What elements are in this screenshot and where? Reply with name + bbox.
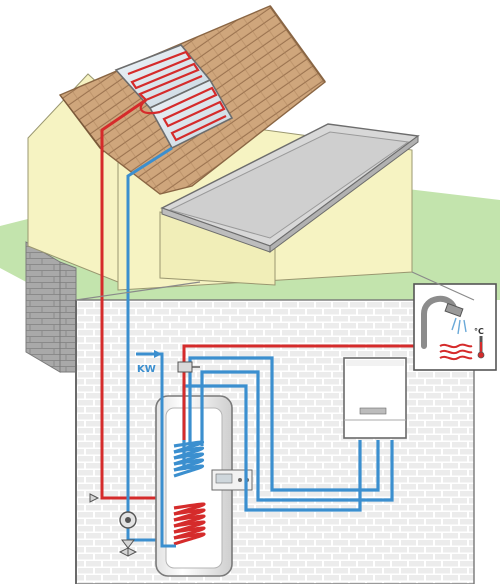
cold-water-inlet-pipe — [136, 352, 176, 548]
solar-return-pipe-cold — [126, 146, 173, 542]
basement-brick-front — [59, 261, 77, 373]
roof-edge — [59, 94, 105, 153]
mixing-valve-icon — [177, 361, 200, 373]
temperature-unit-label: °C — [474, 327, 484, 336]
wall-boiler-icon — [343, 357, 407, 439]
circulation-pump-icon — [118, 511, 138, 557]
safety-valve-icon — [89, 493, 100, 503]
solar-flow-pipe-hot — [100, 98, 170, 500]
boiler-loop-pipe-b — [200, 370, 394, 502]
hot-water-outlet-pipe — [182, 344, 420, 440]
boiler-loop-pipe-a — [188, 356, 380, 492]
basement-brick-wall — [25, 241, 61, 373]
solar-collector-icon — [114, 44, 234, 150]
thermometer-icon — [477, 336, 485, 359]
cold-water-arrow-icon — [154, 350, 162, 358]
cold-water-label: KW — [137, 364, 156, 375]
garage-flat-roof — [160, 123, 420, 253]
